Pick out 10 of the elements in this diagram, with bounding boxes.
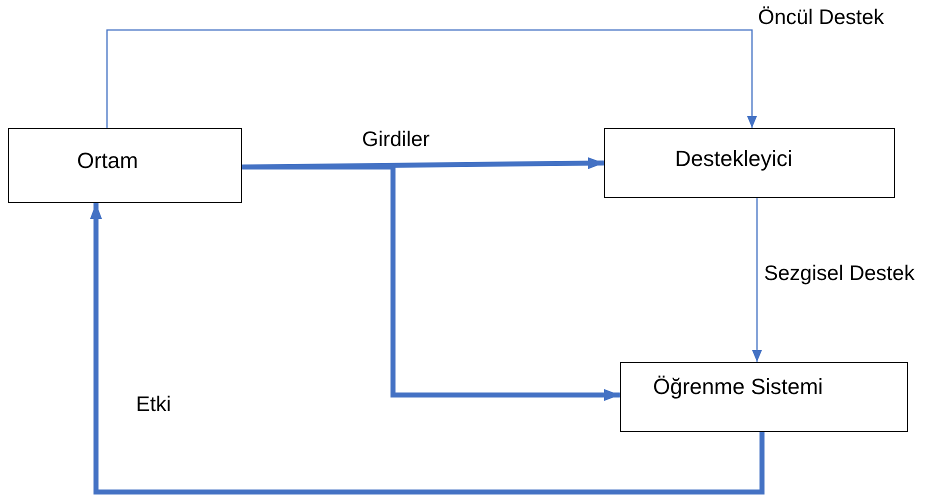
arrow [90,203,764,494]
process-box [8,128,242,203]
process-box [604,128,895,198]
arrow [752,198,762,362]
process-box [620,362,908,432]
arrow [106,29,757,128]
node-label: Öğrenme Sistemi [653,373,823,401]
node-label: Ortam [77,147,138,175]
arrow [242,164,620,401]
node-label: Destekleyici [675,145,792,173]
